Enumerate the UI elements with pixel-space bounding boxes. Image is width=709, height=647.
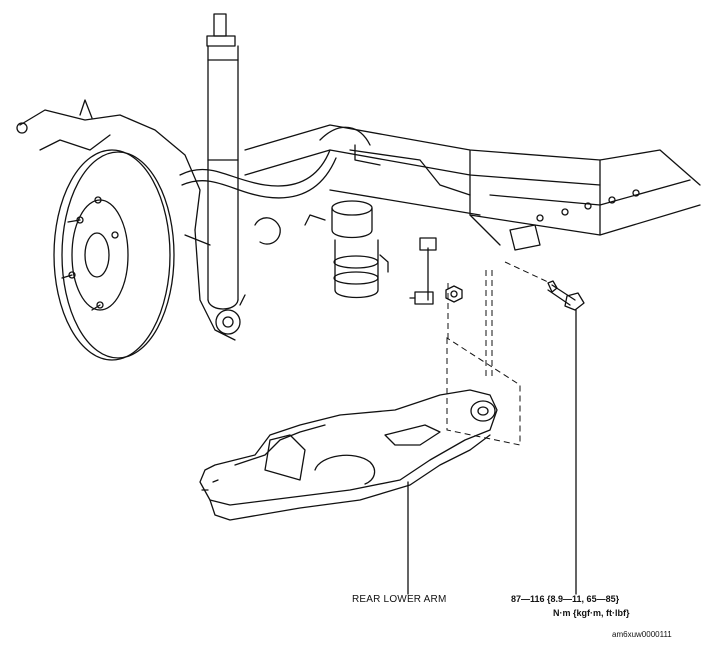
bolt — [547, 280, 585, 595]
rear-lower-arm-label: REAR LOWER ARM — [352, 594, 447, 605]
nut — [445, 285, 463, 303]
brake-disc — [53, 149, 175, 361]
stabilizer-link — [409, 237, 437, 305]
rear-subframe — [244, 124, 701, 251]
shock-absorber — [206, 13, 239, 310]
stabilizer-bar — [179, 149, 337, 245]
knuckle-assembly — [16, 99, 246, 341]
spring-seat-bushing — [304, 200, 389, 299]
rear-lower-arm — [199, 389, 498, 521]
alignment-guides — [446, 261, 549, 446]
torque-spec-units: N·m {kgf·m, ft·lbf} — [553, 608, 630, 618]
figure-id: am6xuw0000111 — [612, 630, 672, 639]
torque-spec-value: 87—116 {8.9—11, 65—85} — [511, 594, 620, 604]
